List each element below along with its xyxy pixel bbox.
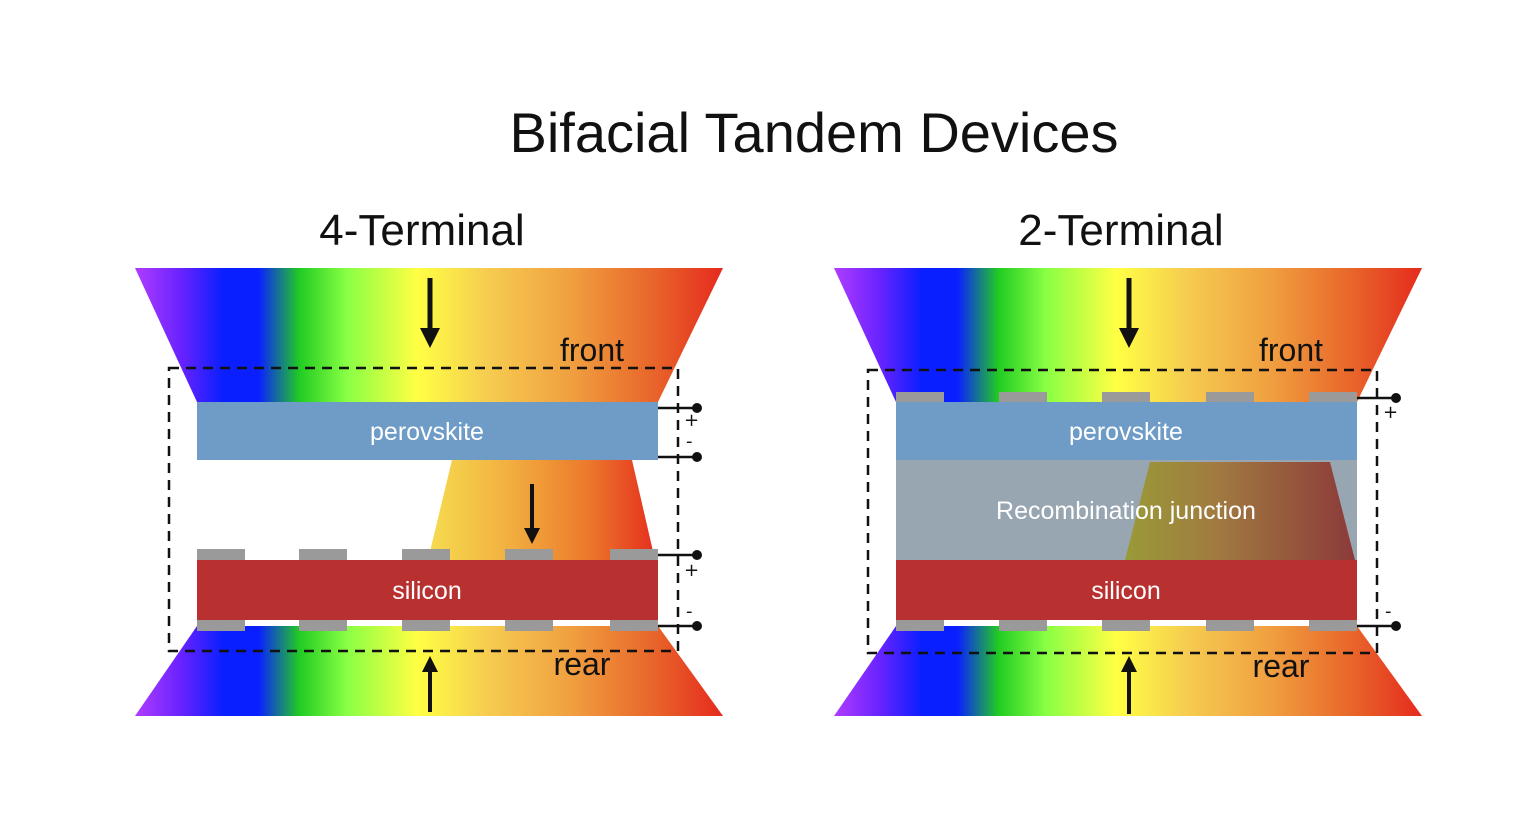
recombination-junction-label: Recombination junction: [996, 497, 1256, 525]
terminal-polarity: -: [686, 601, 693, 622]
transmitted-light: [1125, 462, 1355, 560]
terminal-node: [692, 621, 702, 631]
contact: [610, 620, 658, 631]
page-title: Bifacial Tandem Devices: [509, 101, 1118, 164]
front-contacts: [896, 392, 1357, 402]
device-outline: [866, 368, 1379, 655]
terminal-polarity: -: [1385, 601, 1392, 622]
terminal-polarity: +: [1383, 402, 1398, 423]
contact: [1102, 620, 1150, 631]
contact: [610, 549, 658, 560]
contact: [999, 392, 1047, 402]
contact: [402, 549, 450, 560]
contact: [1309, 392, 1357, 402]
terminal-node: [692, 452, 702, 462]
terminal-nodes: [1391, 393, 1401, 631]
contact: [402, 620, 450, 631]
rear-contacts: [197, 620, 658, 631]
front-label: front: [1259, 332, 1323, 368]
panel-4-terminal: 4-Terminal perovskite silicon: [135, 206, 723, 716]
contact: [896, 392, 944, 402]
terminal-polarity: +: [684, 410, 699, 431]
contact: [896, 620, 944, 631]
terminal-node: [692, 403, 702, 413]
front-label: front: [560, 332, 624, 368]
terminal-node: [1391, 621, 1401, 631]
terminal-node: [692, 550, 702, 560]
contact: [1309, 620, 1357, 631]
rear-label: rear: [554, 646, 611, 682]
terminal-nodes: [692, 403, 702, 631]
terminal-leads: [658, 406, 697, 628]
terminal-leads: [1357, 396, 1396, 628]
contact: [197, 620, 245, 631]
contact: [1206, 392, 1254, 402]
silicon-layer: [896, 560, 1357, 620]
contact: [505, 549, 553, 560]
contact: [299, 620, 347, 631]
terminal-polarity: +: [684, 560, 699, 581]
perovskite-label: perovskite: [370, 418, 484, 446]
panel-heading: 2-Terminal: [1018, 206, 1223, 255]
contact: [999, 620, 1047, 631]
contact: [1102, 392, 1150, 402]
rear-label: rear: [1253, 648, 1310, 684]
contact: [299, 549, 347, 560]
device-outline: [167, 366, 680, 653]
contact: [505, 620, 553, 631]
contact: [1206, 620, 1254, 631]
panel-2-terminal: 2-Terminal Recombination junction perovs…: [834, 206, 1422, 716]
contact: [197, 549, 245, 560]
perovskite-label: perovskite: [1069, 418, 1183, 446]
silicon-label: silicon: [1091, 577, 1160, 605]
terminal-node: [1391, 393, 1401, 403]
rear-contacts: [896, 620, 1357, 631]
front-contacts: [197, 549, 658, 560]
perovskite-layer: [896, 402, 1357, 460]
panel-heading: 4-Terminal: [319, 206, 524, 255]
silicon-layer: [197, 560, 658, 620]
perovskite-layer: [197, 402, 658, 460]
transmitted-light: [428, 460, 655, 560]
silicon-label: silicon: [392, 577, 461, 605]
terminal-polarity: -: [686, 431, 693, 452]
